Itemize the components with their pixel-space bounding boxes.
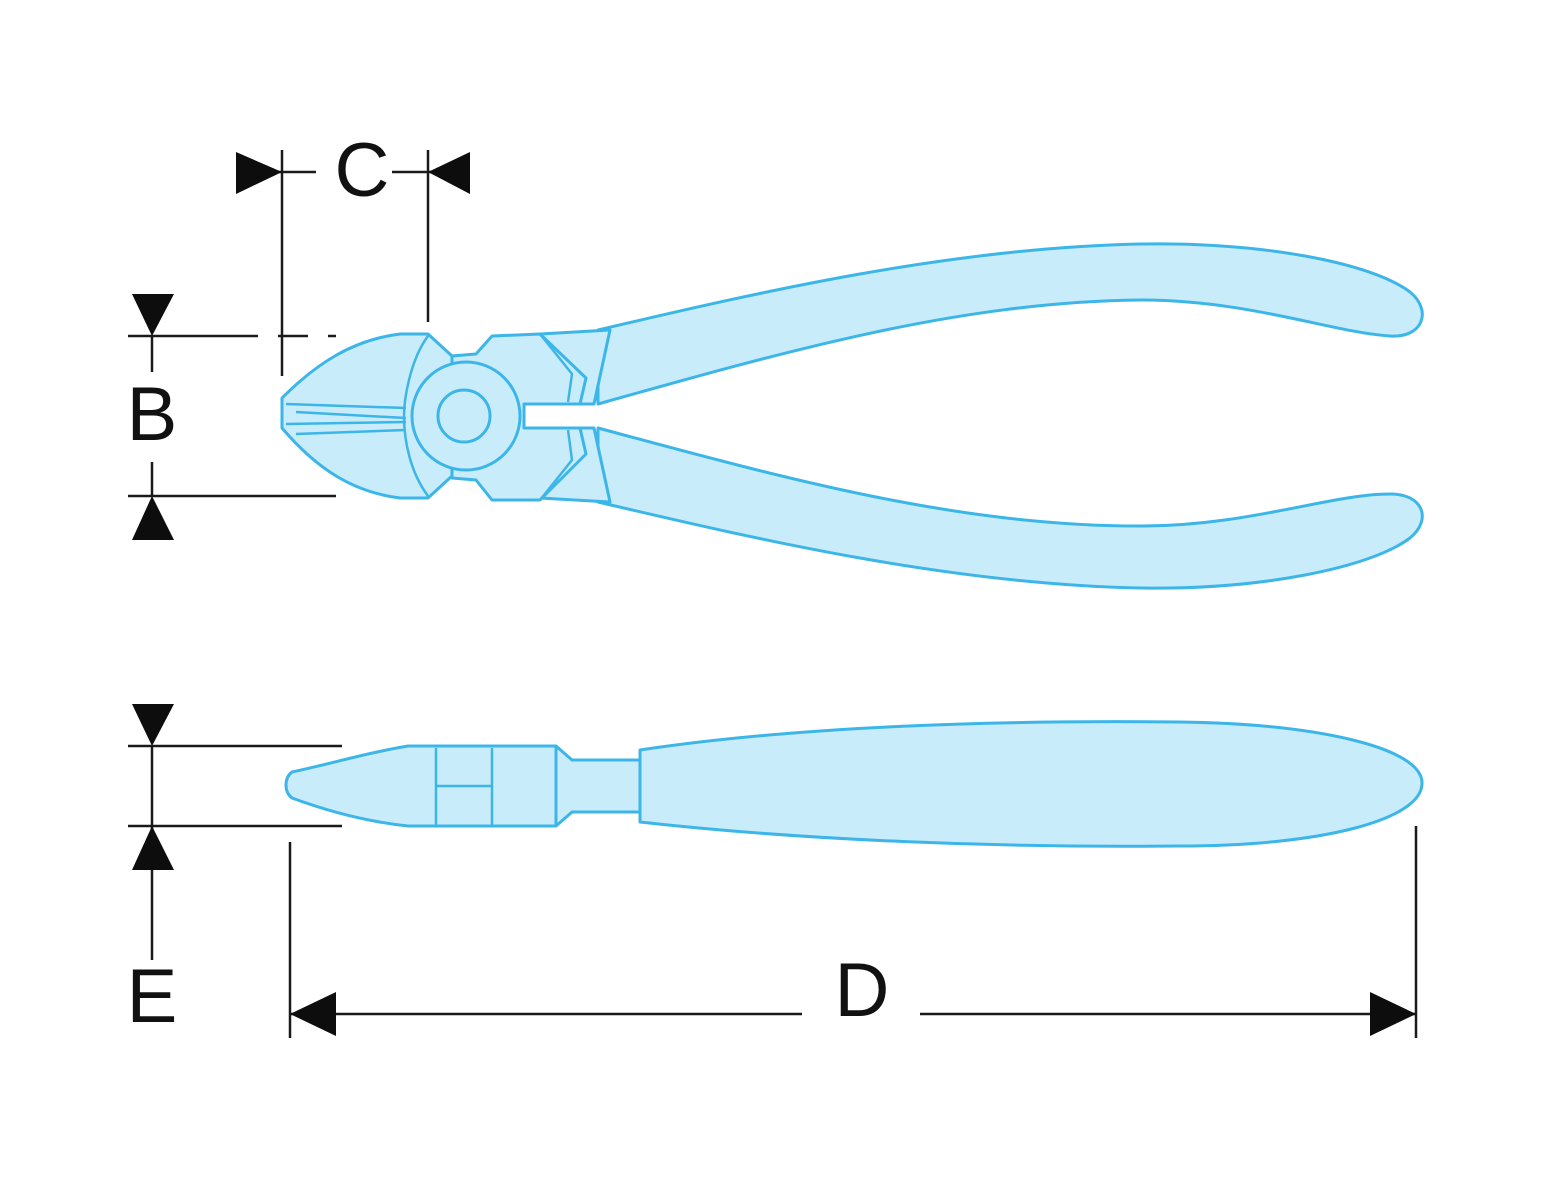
pivot-facet-upper [539, 333, 574, 403]
dimension-c: C [236, 128, 470, 376]
side-neck [554, 744, 642, 828]
b-arrow-top [132, 294, 174, 336]
pivot-facet-lower [539, 429, 574, 501]
jaw-edge-upper-2 [295, 410, 407, 420]
dimension-d: D [288, 826, 1418, 1038]
pliers-top-view [280, 242, 1424, 590]
b-label: B [127, 372, 178, 457]
dimension-b: B [127, 294, 336, 540]
pliers-side-view [284, 720, 1424, 848]
jaw-edge-lower-2 [295, 428, 407, 436]
d-arrow-right [1370, 992, 1416, 1036]
jaw-bevel [402, 335, 430, 497]
side-jaw [284, 744, 558, 828]
side-handle [638, 720, 1424, 848]
b-arrow-bottom [132, 496, 174, 540]
c-label: C [335, 128, 390, 213]
jaw-edge-lower [285, 420, 407, 426]
lower-handle [596, 426, 1424, 590]
pivot-bolt [436, 388, 492, 444]
e-arrow-top [132, 704, 174, 746]
c-arrow-left [236, 152, 282, 194]
jaw-edge-upper [285, 402, 407, 410]
e-arrow-bottom [132, 826, 174, 870]
e-label: E [127, 954, 178, 1039]
d-label: D [835, 948, 890, 1033]
upper-handle [596, 242, 1424, 406]
d-arrow-left [290, 992, 336, 1036]
c-arrow-right [428, 152, 470, 194]
dimension-e: E [127, 704, 342, 1039]
